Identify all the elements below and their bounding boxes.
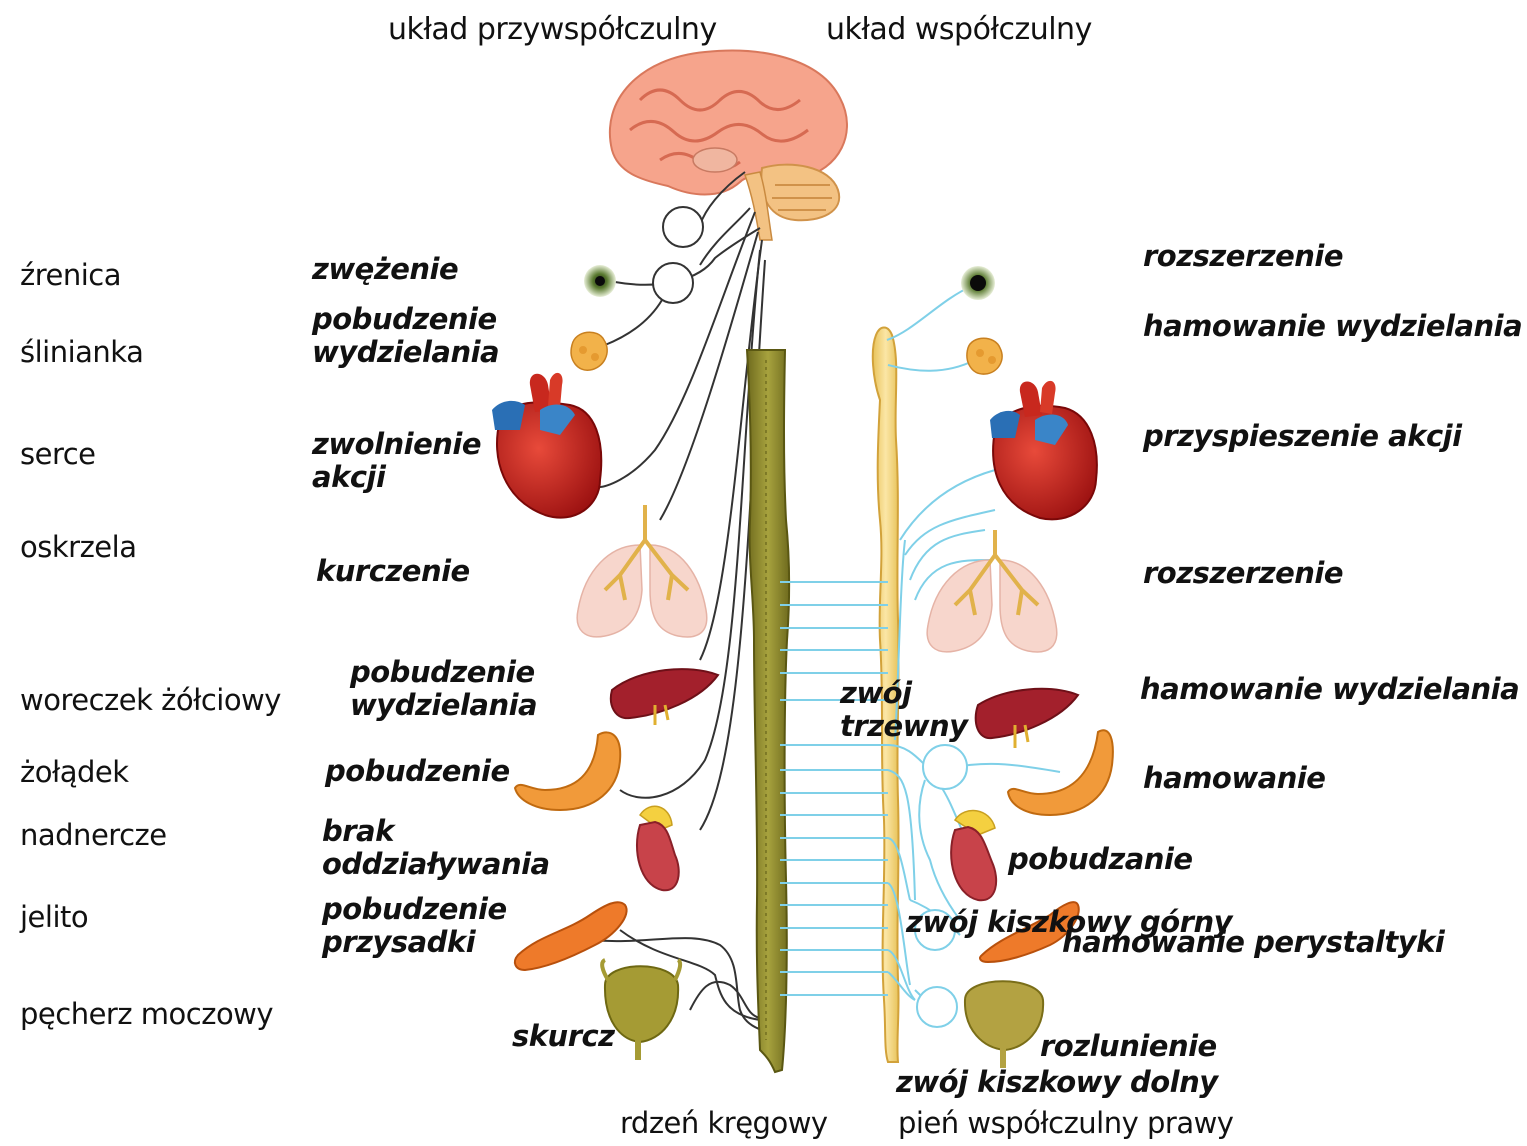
parasympathetic-ganglia xyxy=(653,207,703,303)
para-effect-stomach: pobudzenie xyxy=(325,755,510,788)
organ-label-bronchi: oskrzela xyxy=(20,530,136,564)
intestine-left xyxy=(515,902,627,970)
kidney-right xyxy=(951,811,996,901)
organ-label-intestine: jelito xyxy=(20,900,88,934)
sympathetic-header: układ współczulny xyxy=(826,12,1092,47)
superior-mesenteric-ganglion-label: zwój kiszkowy górny xyxy=(906,906,1232,939)
para-effect-adrenal: brak oddziaływania xyxy=(322,815,550,881)
para-effect-pupil: zwężenie xyxy=(312,253,458,286)
parasympathetic-header: układ przywspółczulny xyxy=(388,12,717,47)
para-effect-heart: zwolnienie akcji xyxy=(312,428,481,494)
para-effect-bladder: skurcz xyxy=(512,1020,615,1053)
liver-right xyxy=(976,689,1078,748)
inferior-mesenteric-ganglion-label: zwój kiszkowy dolny xyxy=(896,1066,1218,1099)
lungs-left xyxy=(577,505,707,637)
spinal-cord xyxy=(747,350,789,1072)
organ-label-heart: serce xyxy=(20,437,96,471)
para-effect-intestine: pobudzenie przysadki xyxy=(322,893,507,959)
symp-effect-pupil: rozszerzenie xyxy=(1143,240,1343,273)
spinal-cord-label: rdzeń kręgowy xyxy=(620,1106,828,1140)
rami-communicantes xyxy=(780,582,888,995)
symp-effect-gallbladder: hamowanie wydzielania xyxy=(1140,673,1519,706)
eye-right xyxy=(961,266,995,300)
organ-label-stomach: żołądek xyxy=(20,755,129,789)
symp-effect-stomach: hamowanie xyxy=(1143,762,1325,795)
stomach-left xyxy=(515,732,620,810)
organ-label-adrenal: nadnercze xyxy=(20,818,167,852)
sympathetic-trunk-label: pień współczulny prawy xyxy=(898,1106,1233,1140)
para-effect-bronchi: kurczenie xyxy=(316,555,470,588)
heart-right xyxy=(990,381,1097,520)
symp-effect-bladder: rozlunienie xyxy=(1040,1030,1217,1063)
inferior-mesenteric-ganglion xyxy=(917,987,957,1027)
symp-effect-heart: przyspieszenie akcji xyxy=(1143,420,1462,453)
salivary-gland-right xyxy=(967,338,1002,374)
lungs-right xyxy=(927,530,1057,652)
otic-ganglion xyxy=(653,263,693,303)
celiac-ganglion-label: zwój trzewny xyxy=(840,677,968,743)
symp-effect-salivary: hamowanie wydzielania xyxy=(1143,310,1522,343)
heart-left xyxy=(492,373,601,518)
celiac-ganglion xyxy=(923,745,967,789)
organ-label-bladder: pęcherz moczowy xyxy=(20,997,273,1031)
bladder-right xyxy=(965,981,1043,1068)
salivary-gland-left xyxy=(571,332,607,370)
kidney-left xyxy=(637,806,679,890)
ciliary-ganglion xyxy=(663,207,703,247)
para-effect-gallbladder: pobudzenie wydzielania xyxy=(350,656,537,722)
organ-label-pupil: źrenica xyxy=(20,258,121,292)
para-effect-salivary: pobudzenie wydzielania xyxy=(312,303,499,369)
liver-left xyxy=(611,669,718,725)
organ-label-salivary: ślinianka xyxy=(20,335,143,369)
brain xyxy=(610,51,847,240)
symp-effect-bronchi: rozszerzenie xyxy=(1143,557,1343,590)
symp-effect-adrenal: pobudzanie xyxy=(1008,843,1193,876)
organ-label-gallbladder: woreczek żółciowy xyxy=(20,683,281,717)
stomach-right xyxy=(1008,730,1113,815)
eye-left xyxy=(584,265,616,297)
